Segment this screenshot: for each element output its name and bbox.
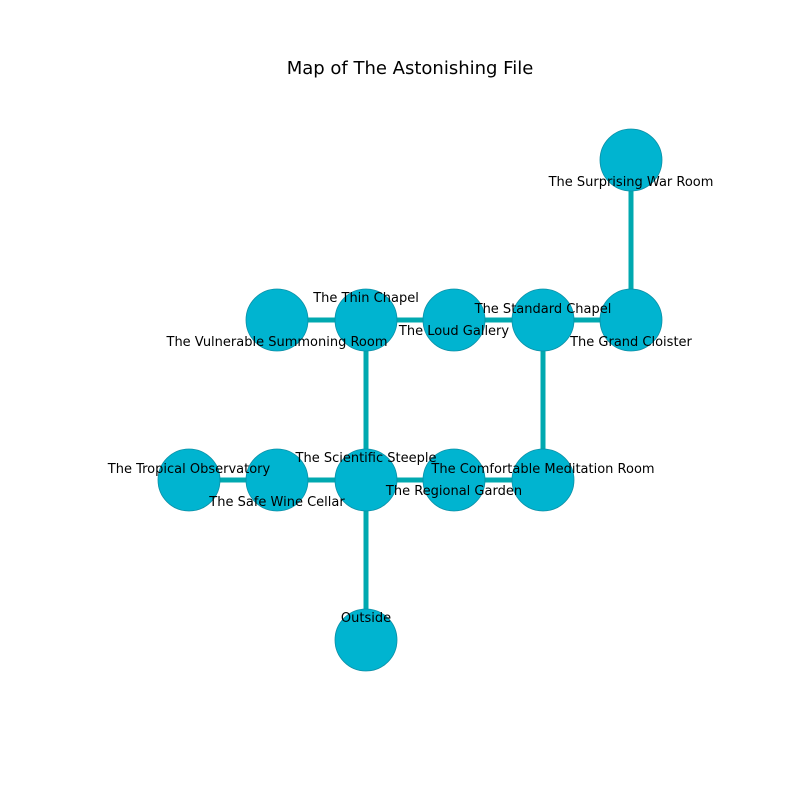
room-node-outside (334, 608, 398, 672)
room-label-vulnerable: The Vulnerable Summoning Room (166, 335, 388, 350)
room-label-loud-gallery: The Loud Gallery (398, 324, 510, 339)
room-node-war-room (599, 128, 663, 192)
room-label-outside: Outside (341, 611, 391, 626)
room-label-steeple: The Scientific Steeple (295, 451, 437, 466)
connection-layer (189, 160, 634, 640)
room-label-tropical: The Tropical Observatory (107, 462, 271, 477)
room-node-safe-cellar (245, 448, 309, 512)
map-title: Map of The Astonishing File (287, 58, 534, 79)
room-node-standard-chapel (511, 288, 575, 352)
room-node-layer (157, 128, 663, 672)
room-node-grand-cloister (599, 288, 663, 352)
room-label-war-room: The Surprising War Room (548, 175, 714, 190)
room-node-loud-gallery (422, 288, 486, 352)
room-node-meditation (511, 448, 575, 512)
room-node-steeple (334, 448, 398, 512)
room-node-thin-chapel (334, 288, 398, 352)
room-node-vulnerable (245, 288, 309, 352)
room-label-meditation: The Comfortable Meditation Room (430, 462, 654, 477)
room-node-tropical (157, 448, 221, 512)
room-label-thin-chapel: The Thin Chapel (312, 291, 419, 306)
room-node-regional (422, 448, 486, 512)
room-label-regional: The Regional Garden (385, 484, 522, 499)
room-label-safe-cellar: The Safe Wine Cellar (208, 495, 345, 510)
room-label-grand-cloister: The Grand Cloister (569, 335, 692, 350)
room-label-standard-chapel: The Standard Chapel (474, 302, 612, 317)
